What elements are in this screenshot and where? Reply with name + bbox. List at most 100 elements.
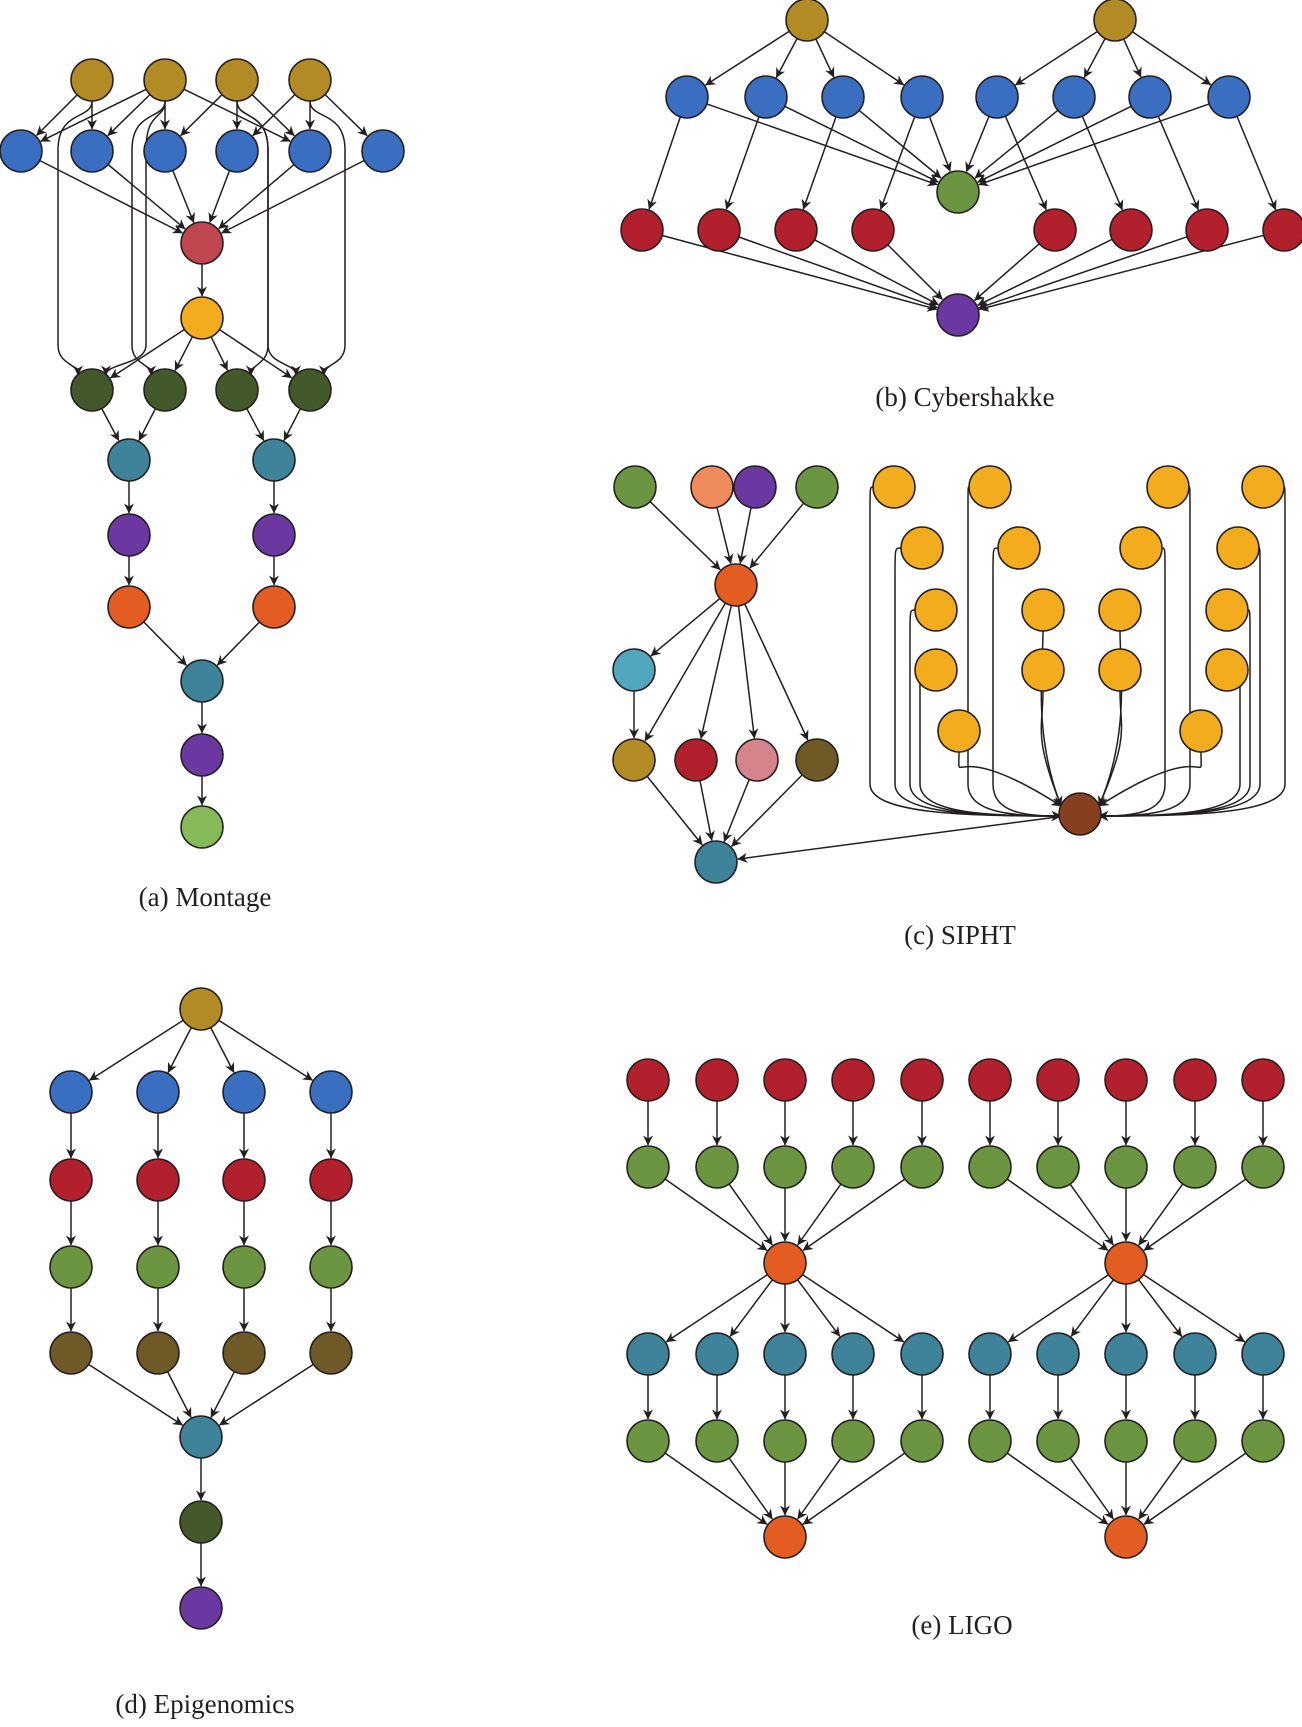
edge-s-y40-s-br: [958, 751, 1062, 807]
edge-c-r6-c-p: [978, 236, 1188, 310]
node-m-d0: [70, 368, 114, 412]
edge-c-b6-c-g: [977, 105, 1132, 183]
node-s-y00: [872, 465, 916, 509]
edge-l1-g1-l1-o: [1069, 1183, 1114, 1246]
edge-s-y21-s-br: [1040, 630, 1063, 807]
node-e-r2: [222, 1158, 266, 1202]
edge-l1-g3-l1-o: [1138, 1183, 1184, 1246]
node-s-y01: [968, 465, 1012, 509]
edge-e-s-e-b0: [89, 1019, 184, 1081]
node-l0-h2: [763, 1419, 807, 1463]
node-m-t1: [252, 438, 296, 482]
node-s-y10: [900, 526, 944, 570]
node-c-r0: [620, 208, 664, 252]
edge-l1-h0-l1-f: [1006, 1452, 1109, 1525]
node-s-a3: [795, 465, 839, 509]
node-e-g0: [49, 1245, 93, 1289]
node-l0-g1: [695, 1145, 739, 1189]
node-l1-f: [1104, 1515, 1148, 1559]
node-l1-g4: [1241, 1145, 1285, 1189]
edge-c-s0-c-b3: [823, 31, 905, 86]
node-m-p1: [252, 513, 296, 557]
edge-m-y-m-d1: [174, 336, 194, 371]
node-s-y33: [1205, 648, 1249, 692]
edge-e-s-e-b3: [218, 1019, 313, 1081]
edge-l0-o-l0-t4: [802, 1273, 905, 1343]
node-m-s1: [143, 58, 187, 102]
edge-c-b1-c-r1: [724, 116, 760, 210]
node-l1-h4: [1241, 1419, 1285, 1463]
node-s-y41: [1179, 709, 1223, 753]
node-s-a1: [690, 465, 734, 509]
node-l0-h1: [695, 1419, 739, 1463]
node-l0-t1: [695, 1332, 739, 1376]
edge-e-o2-e-t: [210, 1371, 236, 1418]
node-l0-g4: [900, 1145, 944, 1189]
node-l0-t3: [831, 1332, 875, 1376]
edge-c-b7-c-g: [978, 103, 1210, 187]
caption-montage: (a) Montage: [139, 882, 272, 912]
node-e-g2: [222, 1245, 266, 1289]
edge-m-s1-m-b0: [40, 88, 147, 142]
node-l0-h3: [831, 1419, 875, 1463]
node-c-r3: [851, 208, 895, 252]
edge-m-s3-m-d3: [309, 100, 346, 376]
edge-m-s1-m-d1: [131, 100, 166, 376]
node-m-b3: [215, 129, 259, 173]
node-s-c: [612, 648, 656, 692]
edge-c-r1-c-p: [738, 236, 938, 310]
node-m-s2: [215, 58, 259, 102]
node-l1-h0: [968, 1419, 1012, 1463]
edge-m-s2-m-b2: [180, 94, 223, 137]
node-c-b6: [1128, 75, 1172, 119]
edge-s-a0-s-o: [649, 501, 721, 571]
node-m-t2: [180, 659, 224, 703]
node-m-b2: [143, 129, 187, 173]
edge-c-s1-c-b4: [1014, 30, 1098, 86]
node-l1-r2: [1104, 1058, 1148, 1102]
node-m-d2: [215, 368, 259, 412]
node-e-p: [179, 1586, 223, 1630]
edge-s-y11-s-br: [992, 547, 1062, 821]
edge-l0-h1-l0-f: [728, 1457, 773, 1520]
edge-c-b3-c-g: [928, 116, 952, 172]
edge-s-o-s-l2: [737, 605, 759, 739]
node-c-p: [936, 293, 980, 337]
node-l1-t2: [1104, 1332, 1148, 1376]
node-l1-g1: [1036, 1145, 1080, 1189]
node-s-br: [1058, 792, 1102, 836]
node-l1-h2: [1104, 1419, 1148, 1463]
edge-l1-o-l1-t3: [1138, 1279, 1183, 1337]
edge-m-s2-m-d3: [236, 100, 301, 376]
caption-ligo: (e) LIGO: [911, 1610, 1012, 1640]
edge-s-l2-s-t: [723, 779, 750, 843]
node-l0-r0: [626, 1058, 670, 1102]
node-c-g: [936, 170, 980, 214]
node-m-s0: [70, 58, 114, 102]
edge-c-b3-c-r3: [879, 116, 916, 210]
node-e-b0: [49, 1070, 93, 1114]
node-s-y31: [1021, 648, 1065, 692]
edge-c-s1-c-b5: [1083, 38, 1106, 79]
node-l1-g0: [968, 1145, 1012, 1189]
node-e-d: [179, 1500, 223, 1544]
edge-l1-g4-l1-o: [1143, 1178, 1247, 1252]
node-m-y: [180, 296, 224, 340]
edge-m-y-m-d3: [219, 328, 293, 379]
node-m-r: [180, 221, 224, 265]
edge-l1-h1-l1-f: [1069, 1457, 1114, 1520]
node-s-l3: [795, 738, 839, 782]
node-c-r4: [1033, 208, 1077, 252]
edge-e-o3-e-t: [219, 1363, 314, 1426]
edge-c-b0-c-r0: [647, 116, 682, 210]
edge-s-l3-s-t: [730, 774, 803, 847]
node-m-p0: [107, 513, 151, 557]
edge-m-s0-m-b0: [36, 94, 78, 136]
node-e-o0: [49, 1331, 93, 1375]
node-s-y12: [1119, 526, 1163, 570]
node-e-b3: [309, 1070, 353, 1114]
node-l0-r2: [763, 1058, 807, 1102]
node-c-r7: [1262, 208, 1302, 252]
edge-c-s0-c-b1: [775, 38, 798, 79]
